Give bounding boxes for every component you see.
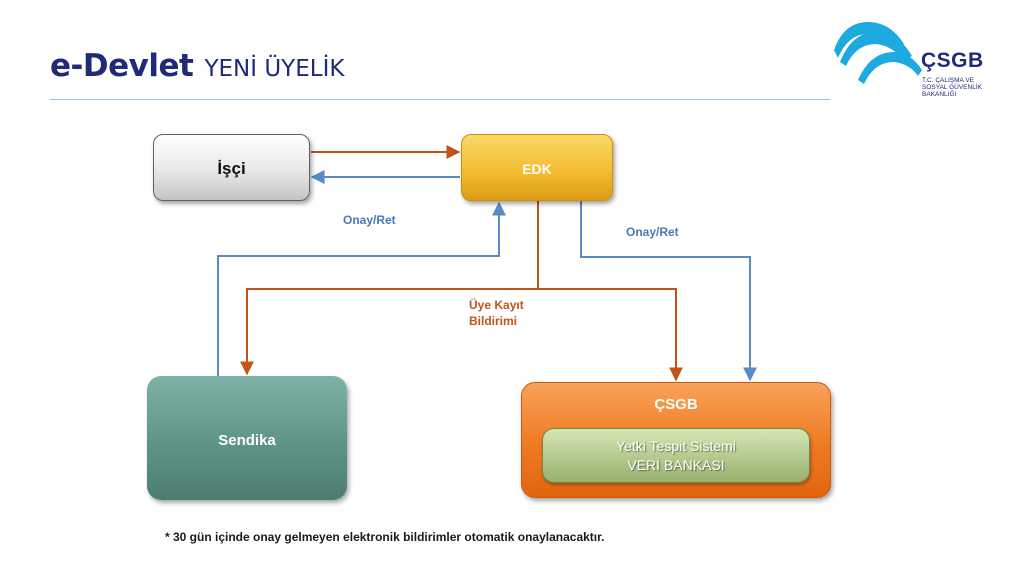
label-uye-kayit-bildirimi: Üye Kayıt Bildirimi <box>469 297 524 329</box>
logo-line-2: SOSYAL GÜVENLİK <box>922 84 982 91</box>
csgb-logo-icon <box>834 22 922 84</box>
label-onay-ret-left: Onay/Ret <box>343 213 396 227</box>
page-title: e-Devlet YENİ ÜYELİK <box>50 46 344 84</box>
node-edk: EDK <box>461 134 613 201</box>
veri-bankasi-line-2: VERİ BANKASI <box>627 456 725 473</box>
title-main: e-Devlet <box>50 48 194 84</box>
veri-bankasi-line-1: Yetki Tespit Sistemi <box>616 437 736 454</box>
title-divider <box>50 99 830 100</box>
label-uye-kayit-line-1: Üye Kayıt <box>469 298 524 312</box>
arrow-edk-to-csgb-orange <box>538 288 683 382</box>
logo-name: ÇSGB <box>921 49 984 72</box>
logo-line-3: BAKANLIĞI <box>922 91 957 98</box>
label-uye-kayit-line-2: Bildirimi <box>469 314 518 328</box>
arrow-edk-to-sendika <box>240 201 539 376</box>
node-isci: İşçi <box>153 134 310 201</box>
arrow-edk-to-csgb-blue <box>580 201 757 382</box>
footnote: * 30 gün içinde onay gelmeyen elektronik… <box>165 530 605 544</box>
logo-line-1: T.C. ÇALIŞMA VE <box>922 77 975 84</box>
title-sub: YENİ ÜYELİK <box>204 56 345 82</box>
node-sendika: Sendika <box>147 376 347 500</box>
node-veri-bankasi: Yetki Tespit Sistemi VERİ BANKASI <box>542 428 810 483</box>
arrow-sendika-to-edk <box>217 201 506 376</box>
label-onay-ret-right: Onay/Ret <box>626 225 679 239</box>
